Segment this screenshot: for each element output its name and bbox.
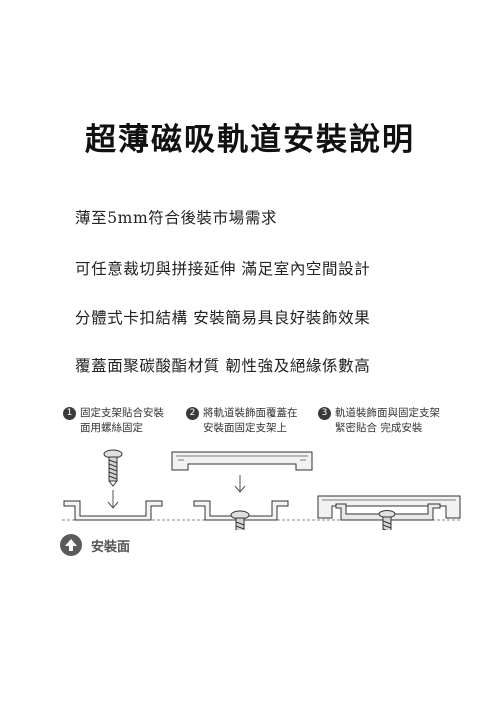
step-3-line-2: 緊密貼合 完成安裝 <box>335 422 423 434</box>
step-2-track-cover <box>171 451 313 471</box>
step-3: 3 軌道裝飾面與固定支架 緊密貼合 完成安裝 <box>318 406 440 436</box>
feature-clip-structure: 分體式卡扣結構 安裝簡易具良好裝飾效果 <box>75 309 371 327</box>
installation-diagram <box>62 449 462 530</box>
page-title: 超薄磁吸軌道安裝說明 <box>85 122 415 158</box>
mounting-surface-label: 安裝面 <box>91 539 131 555</box>
step-1-line-2: 面用螺絲固定 <box>80 422 143 434</box>
step-1-bracket <box>63 500 163 521</box>
step-2-down-arrow <box>234 475 246 493</box>
step-3-track-cover <box>317 495 461 519</box>
mounting-surface-legend: 安裝面 <box>60 534 130 556</box>
step-1-down-arrow <box>107 490 119 509</box>
feature-thickness: 薄至5mm符合後裝市場需求 <box>75 209 278 227</box>
arrow-up-icon <box>60 534 82 556</box>
step-1-line-1: 固定支架貼合安裝 <box>80 407 164 419</box>
step-number-badge: 2 <box>186 407 199 420</box>
step-number-badge: 1 <box>63 407 76 420</box>
feature-cutting: 可任意裁切與拼接延伸 滿足室內空間設計 <box>75 260 371 278</box>
step-3-line-1: 軌道裝飾面與固定支架 <box>335 407 440 419</box>
step-1: 1 固定支架貼合安裝 面用螺絲固定 <box>63 406 164 436</box>
feature-material: 覆蓋面聚碳酸酯材質 韌性強及絕緣係數高 <box>75 357 371 375</box>
step-2-line-1: 將軌道裝飾面覆蓋在 <box>203 407 298 419</box>
step-3-bracket <box>335 503 441 521</box>
step-number-badge: 3 <box>318 407 331 420</box>
step-2-line-2: 安裝面固定支架上 <box>203 422 287 434</box>
step-1-screw <box>103 449 123 487</box>
step-2: 2 將軌道裝飾面覆蓋在 安裝面固定支架上 <box>186 406 298 436</box>
step-2-screw <box>230 510 250 530</box>
step-3-screw <box>378 510 396 530</box>
